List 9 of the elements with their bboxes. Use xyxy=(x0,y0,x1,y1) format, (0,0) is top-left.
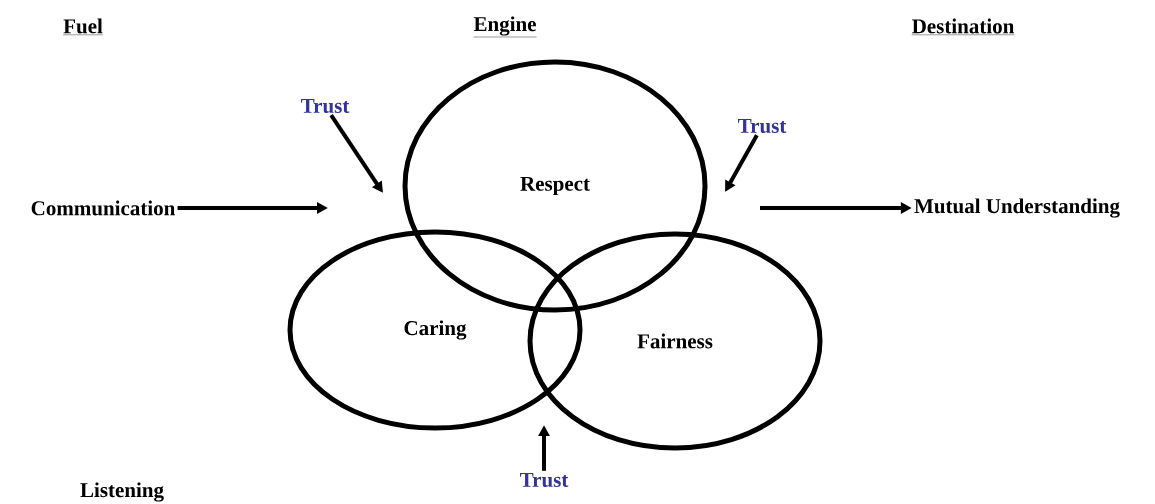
column-heading: Engine xyxy=(473,16,537,38)
column-heading: Destination xyxy=(911,18,1015,35)
trust-label: Trust xyxy=(301,99,350,113)
node-label: Communication xyxy=(31,200,175,216)
trust-label: Trust xyxy=(738,119,787,133)
column-heading: Fuel xyxy=(63,18,104,35)
node-label: Mutual Understanding xyxy=(914,198,1120,218)
trust-label: Trust xyxy=(520,473,569,487)
node-label: Listening xyxy=(80,482,164,502)
